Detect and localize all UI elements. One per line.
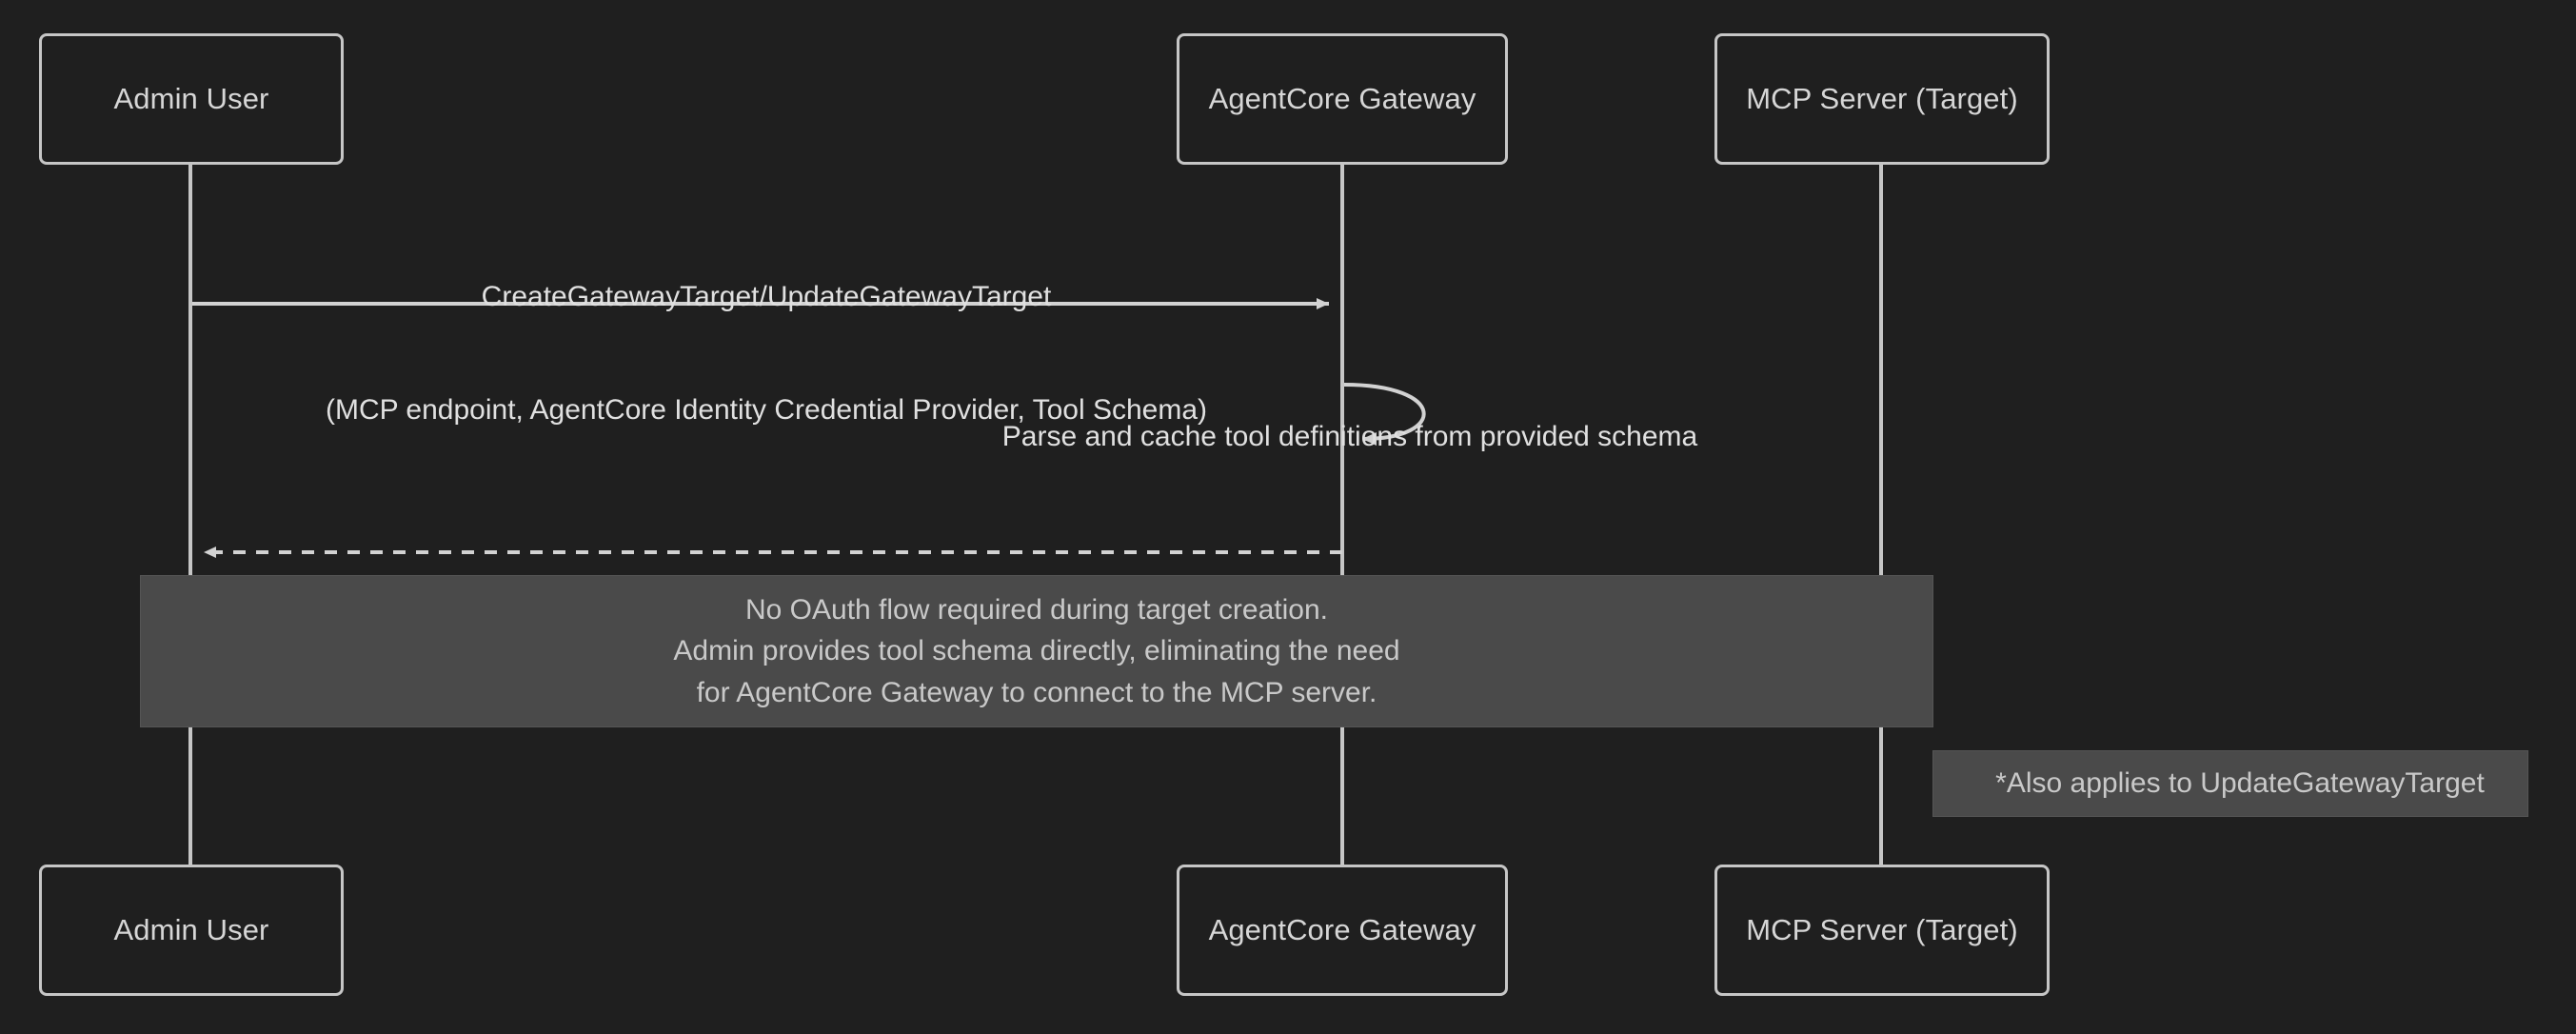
participant-box-top-mcp[interactable]: MCP Server (Target) bbox=[1714, 33, 2050, 165]
participant-label: Admin User bbox=[113, 913, 269, 946]
participant-label: Admin User bbox=[113, 82, 269, 115]
note-also-applies: *Also applies to UpdateGatewayTarget bbox=[1932, 750, 2528, 817]
message-arrow-parse-cache bbox=[1343, 383, 1426, 446]
participant-label: MCP Server (Target) bbox=[1746, 82, 2018, 115]
participant-box-top-admin[interactable]: Admin User bbox=[39, 33, 344, 165]
participant-label: AgentCore Gateway bbox=[1208, 913, 1476, 946]
participant-box-top-gateway[interactable]: AgentCore Gateway bbox=[1177, 33, 1508, 165]
participant-label: AgentCore Gateway bbox=[1208, 82, 1476, 115]
message-label-line-1: Parse and cache tool definitions from pr… bbox=[1001, 421, 1698, 453]
participant-box-bottom-admin[interactable]: Admin User bbox=[39, 865, 344, 996]
note-text: *Also applies to UpdateGatewayTarget bbox=[1995, 767, 2485, 800]
note-text: No OAuth flow required during target cre… bbox=[673, 593, 1400, 708]
participant-label: MCP Server (Target) bbox=[1746, 913, 2018, 946]
message-label-parse-cache: Parse and cache tool definitions from pr… bbox=[950, 343, 1750, 531]
participant-box-bottom-mcp[interactable]: MCP Server (Target) bbox=[1714, 865, 2050, 996]
note-no-oauth: No OAuth flow required during target cre… bbox=[140, 575, 1933, 727]
participant-box-bottom-gateway[interactable]: AgentCore Gateway bbox=[1177, 865, 1508, 996]
message-label-create-target: CreateGatewayTarget/UpdateGatewayTarget … bbox=[190, 203, 1342, 505]
message-label-line-1: CreateGatewayTarget/UpdateGatewayTarget bbox=[481, 281, 1052, 313]
message-label-line-2: (MCP endpoint, AgentCore Identity Creden… bbox=[325, 393, 1208, 426]
